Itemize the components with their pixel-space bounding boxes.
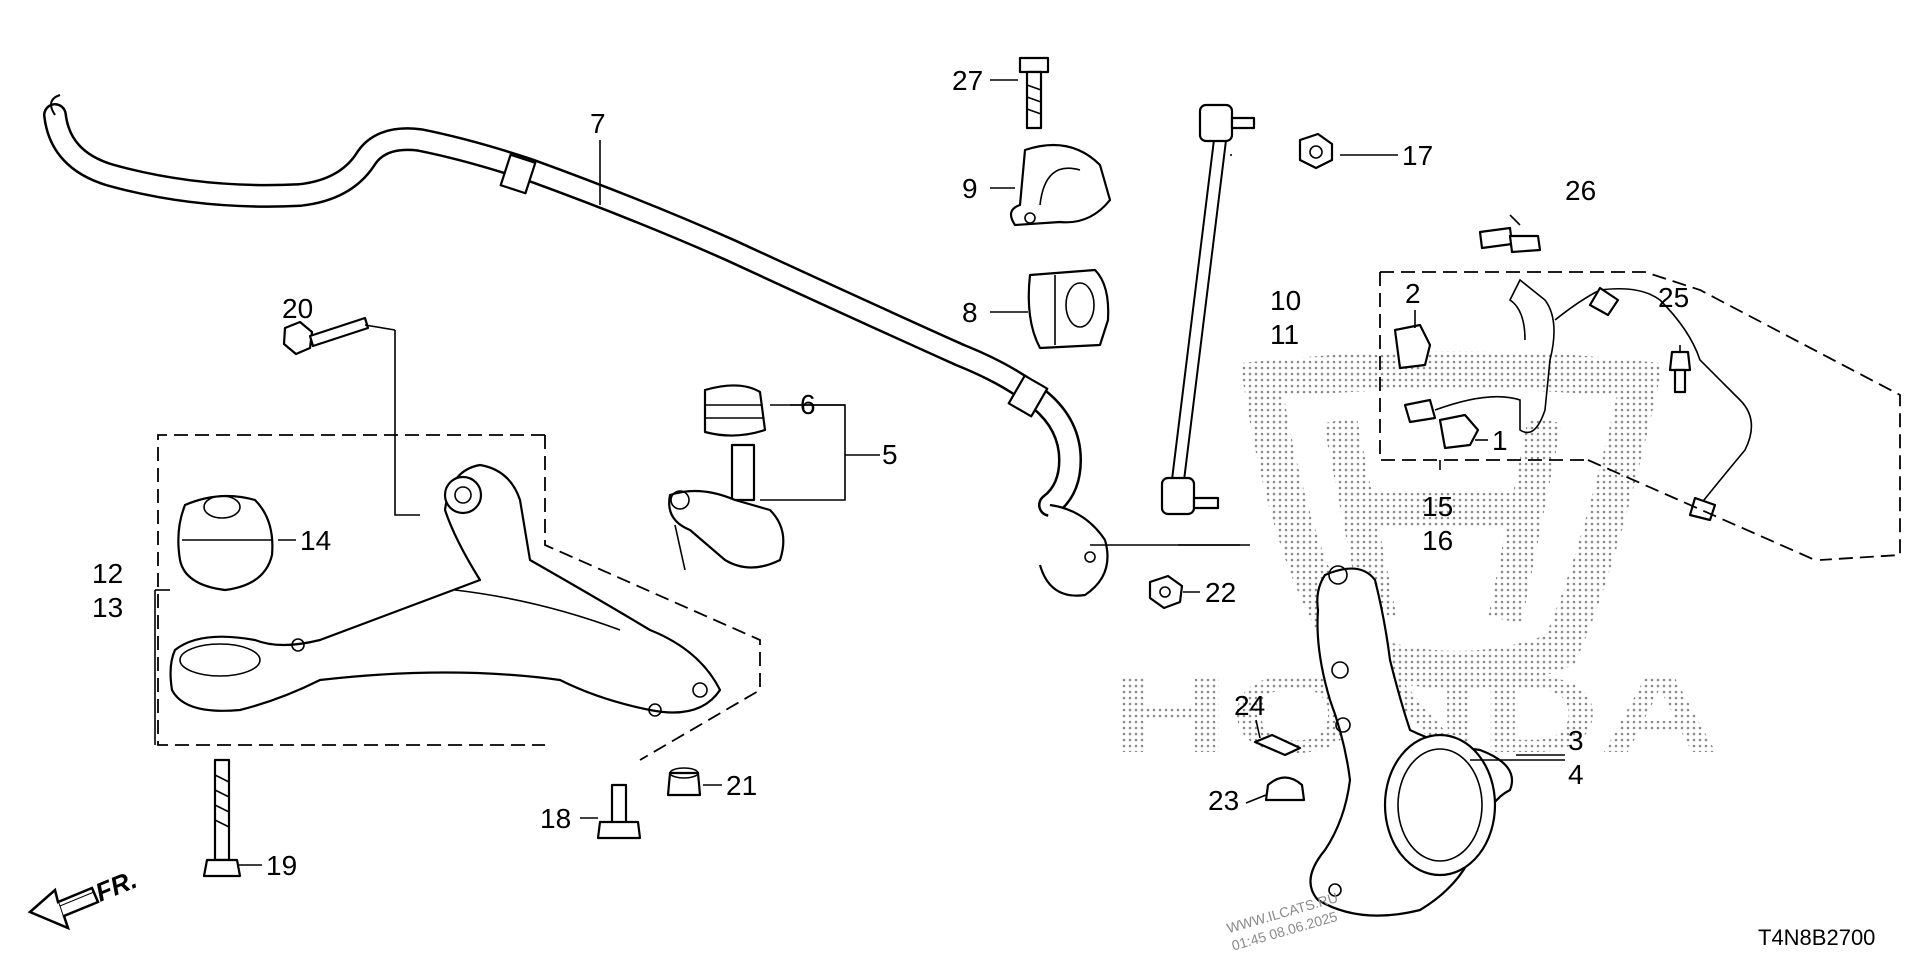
leader-lines: [154, 79, 1681, 866]
assembly-outlines: [157, 271, 1901, 761]
callout-8: 8: [962, 297, 978, 328]
callout-12: 12: [92, 558, 123, 589]
bracket-9: [1009, 143, 1112, 227]
callout-23: 23: [1208, 785, 1239, 816]
bolt-20: [282, 316, 370, 356]
callout-7: 7: [590, 108, 606, 139]
callout-24: 24: [1234, 690, 1265, 721]
bolt-27: [1018, 56, 1050, 130]
sensor-clip-2: [1393, 323, 1432, 370]
callout-15: 15: [1422, 491, 1453, 522]
bushing-14: [177, 494, 274, 592]
nut-23: [1264, 776, 1306, 802]
callout-11: 11: [1270, 319, 1299, 350]
boot-6: [703, 384, 767, 437]
callout-27: 27: [952, 65, 983, 96]
callout-1: 1: [1492, 425, 1508, 456]
callout-20: 20: [282, 293, 313, 324]
nut-22: [1148, 574, 1184, 610]
ball-joint-5: [668, 443, 785, 571]
bushing-8: [1027, 268, 1110, 350]
callout-19: 19: [266, 850, 297, 881]
callout-16: 16: [1422, 525, 1453, 556]
steering-knuckle: [1309, 565, 1513, 917]
callout-labels: 7 20 6 5 14 12 13 27 9 8 17 10 11 22 26 …: [92, 65, 1689, 881]
stabilizer-bar: [43, 94, 1109, 597]
callout-3: 3: [1568, 725, 1584, 756]
site-watermark: WWW.ILCATS.RU 01:45 08.06.2025: [1225, 889, 1340, 953]
wheel-speed-sensor-harness: [1403, 278, 1753, 522]
callout-6: 6: [800, 389, 816, 420]
nut-21: [666, 767, 702, 797]
honda-watermark-logo: HONDA: [1110, 351, 1720, 776]
callout-21: 21: [726, 770, 757, 801]
callout-17: 17: [1402, 140, 1433, 171]
diagram-code: T4N8B2700: [1758, 925, 1875, 950]
callout-13: 13: [92, 592, 123, 623]
nut-17: [1298, 132, 1334, 170]
callout-14: 14: [300, 525, 331, 556]
callout-26: 26: [1565, 175, 1596, 206]
callout-18: 18: [540, 803, 571, 834]
callout-22: 22: [1205, 577, 1236, 608]
stabilizer-link: [1160, 103, 1256, 516]
callout-5: 5: [882, 439, 898, 470]
callout-9: 9: [962, 173, 978, 204]
callout-2: 2: [1405, 278, 1421, 309]
callout-10: 10: [1270, 285, 1301, 316]
bolt-25: [1668, 350, 1692, 394]
sensor-clip-1: [1438, 413, 1480, 450]
bolt-18: [596, 783, 642, 840]
bolt-19: [202, 758, 242, 878]
bolt-26: [1478, 226, 1542, 254]
front-direction-arrow: FR.: [27, 864, 141, 931]
lower-control-arm: [169, 463, 722, 717]
clip-24: [1253, 733, 1302, 757]
callout-25: 25: [1658, 282, 1689, 313]
callout-4: 4: [1568, 759, 1584, 790]
